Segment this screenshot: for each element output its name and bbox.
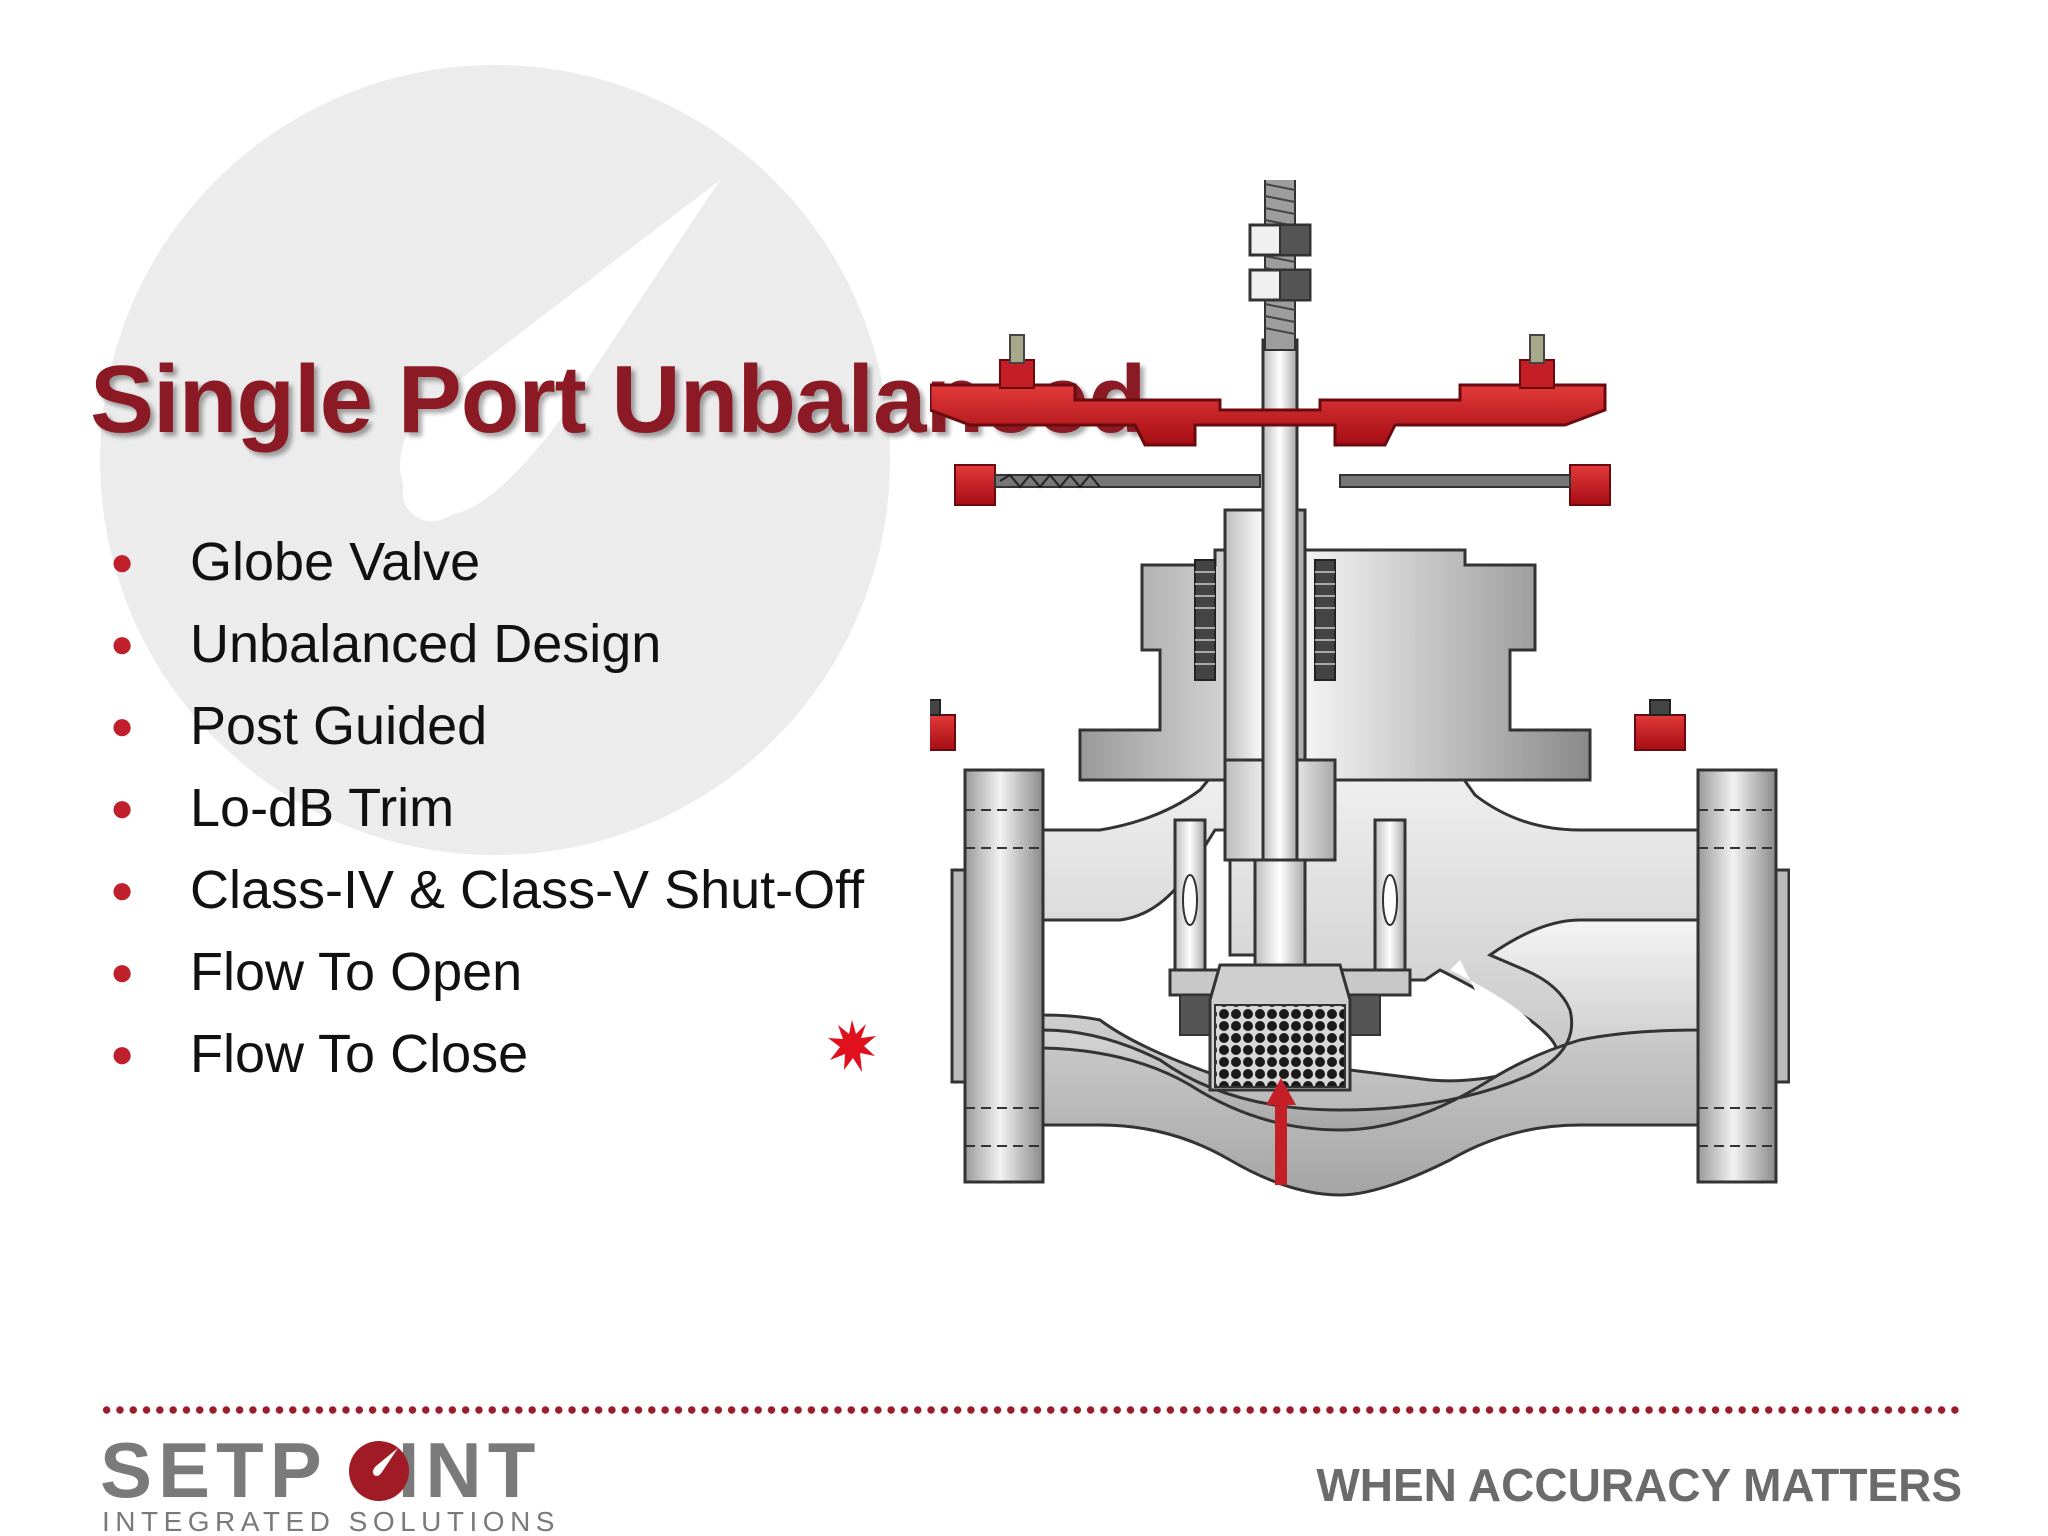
list-item: ● Unbalanced Design bbox=[108, 610, 868, 678]
valve-diagram bbox=[930, 180, 1790, 1197]
logo-subtitle: INTEGRATED SOLUTIONS bbox=[102, 1506, 560, 1536]
bullet-dot-icon: ● bbox=[110, 704, 135, 748]
logo-word-right: INT bbox=[397, 1426, 542, 1514]
bullet-dot-icon: ● bbox=[110, 950, 135, 994]
bullet-dot-icon: ● bbox=[110, 622, 135, 666]
bullet-text: Globe Valve bbox=[190, 532, 481, 592]
logo-word-left: SETP bbox=[100, 1426, 328, 1514]
bullet-text: Class-IV & Class-V Shut-Off bbox=[190, 860, 865, 920]
list-item: ● Globe Valve bbox=[108, 528, 868, 596]
bullet-text: Lo-dB Trim bbox=[190, 778, 455, 838]
list-item: ● Post Guided bbox=[108, 692, 868, 760]
bullet-text: Unbalanced Design bbox=[190, 614, 662, 674]
bullet-dot-icon: ● bbox=[110, 868, 135, 912]
bullet-dot-icon: ● bbox=[110, 786, 135, 830]
dotted-divider bbox=[100, 1404, 1960, 1416]
bullet-list: ● Globe Valve ● Unbalanced Design ● Post Gu… bbox=[108, 528, 868, 1102]
list-item: ● Class-IV & Class-V Shut-Off bbox=[108, 856, 868, 924]
list-item: ● Flow To Open bbox=[108, 938, 868, 1006]
bullet-text: Flow To Close bbox=[190, 1024, 529, 1084]
list-item: ● Flow To Close bbox=[108, 1020, 868, 1088]
bullet-dot-icon: ● bbox=[110, 1032, 135, 1076]
bullet-dot-icon: ● bbox=[110, 540, 135, 584]
bullet-text: Flow To Open bbox=[190, 942, 523, 1002]
bullet-text: Post Guided bbox=[190, 696, 488, 756]
gauge-o-icon bbox=[349, 1441, 409, 1501]
tagline: WHEN ACCURACY MATTERS bbox=[1316, 1459, 1962, 1511]
list-item: ● Lo-dB Trim bbox=[108, 774, 868, 842]
starburst-icon bbox=[828, 1020, 876, 1072]
